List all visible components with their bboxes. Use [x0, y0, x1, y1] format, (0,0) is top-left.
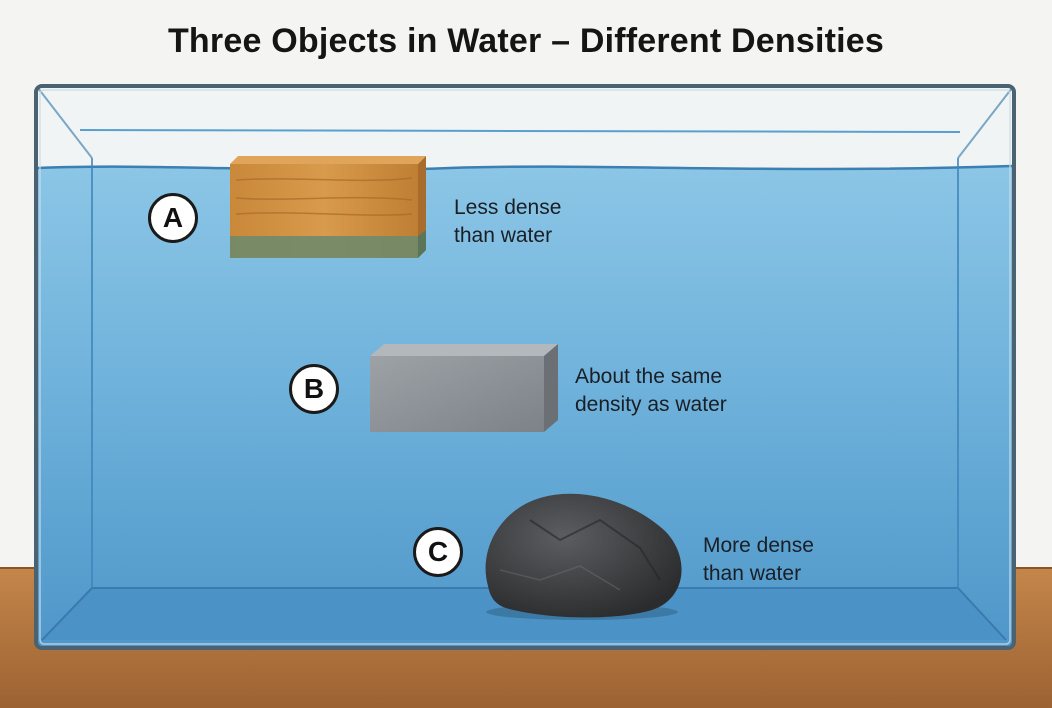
- badge-b: B: [289, 364, 339, 414]
- label-c: More dense than water: [703, 532, 814, 588]
- wood-block: [230, 156, 426, 258]
- rock: [485, 493, 682, 620]
- label-b-line1: About the same: [575, 365, 723, 388]
- badge-c: C: [413, 527, 463, 577]
- badge-a: A: [148, 193, 198, 243]
- tank-inner-edge-right-top: [957, 87, 1013, 159]
- label-a-line2: than water: [454, 224, 553, 247]
- page-title: Three Objects in Water – Different Densi…: [167, 22, 885, 60]
- label-b-line2: density as water: [575, 393, 727, 416]
- label-c-line1: More dense: [703, 534, 814, 557]
- tank-back-wall: [38, 88, 1012, 170]
- label-c-line2: than water: [703, 562, 802, 585]
- wood-submerged-part: [230, 236, 418, 258]
- label-b: About the same density as water: [575, 363, 727, 419]
- label-a-line1: Less dense: [454, 196, 562, 219]
- tank-inner-edge-left-top: [37, 87, 93, 159]
- metal-block: [370, 344, 558, 432]
- tank-frame: [34, 84, 1016, 650]
- label-a: Less dense than water: [454, 194, 561, 250]
- water-back-line: [79, 129, 961, 133]
- water-surface-line: [37, 164, 1013, 172]
